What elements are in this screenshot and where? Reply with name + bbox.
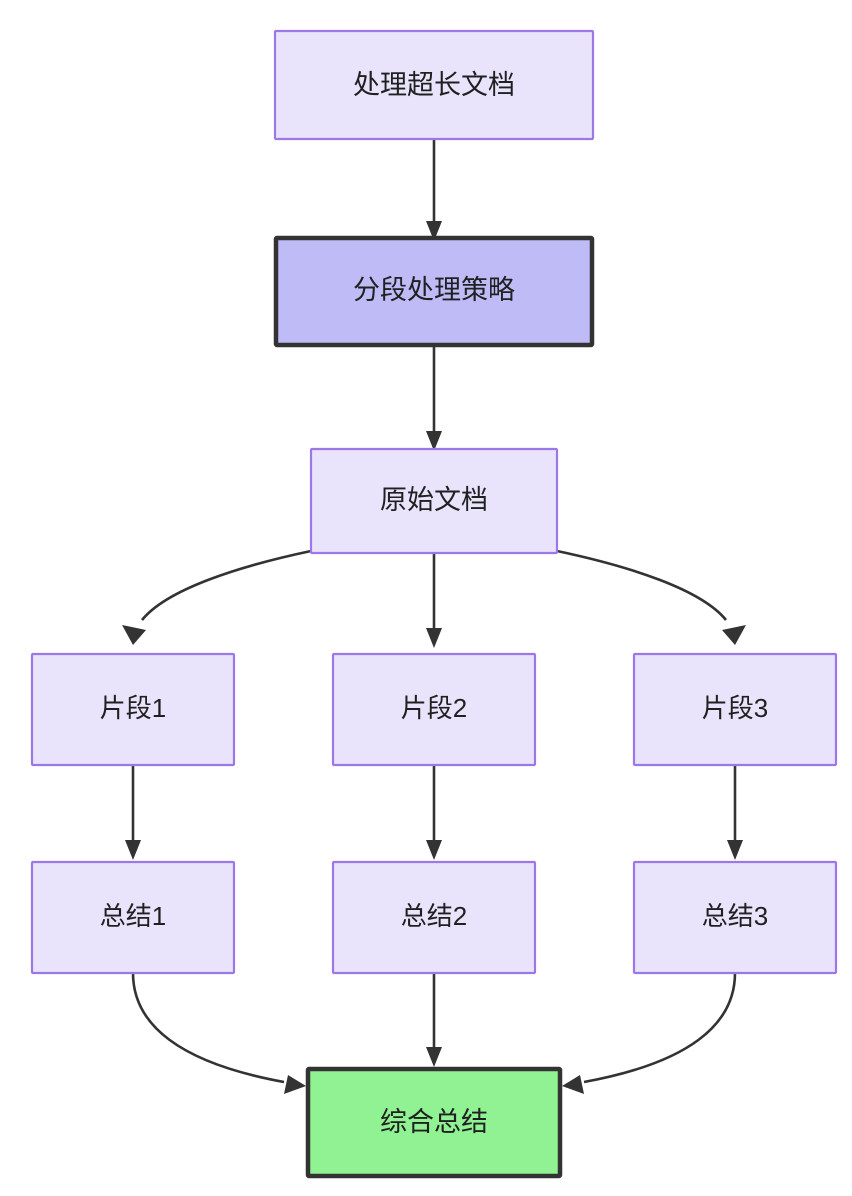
node-summary1[interactable]: 总结1 (30, 860, 236, 975)
node-chunk1-label: 片段1 (100, 693, 166, 723)
node-chunk3-shape[interactable] (632, 652, 838, 767)
edge-summary3-to-final (562, 972, 737, 1094)
node-strategy-label: 分段处理策略 (353, 275, 515, 305)
edge-layer (122, 140, 746, 1094)
node-layer: 处理超长文档 分段处理策略 原始文档 片段1 片段2 (30, 29, 838, 1179)
node-final-label: 综合总结 (380, 1107, 488, 1137)
edge-chunk2-to-summary2 (426, 766, 442, 860)
edge-source-to-chunk1 (122, 549, 312, 645)
node-chunk3-label: 片段3 (702, 693, 768, 723)
node-summary3-shape[interactable] (632, 860, 838, 975)
node-final[interactable]: 综合总结 (305, 1066, 563, 1179)
node-strategy[interactable]: 分段处理策略 (273, 235, 595, 348)
edge-summary2-to-final (426, 973, 442, 1067)
node-doc-task-shape[interactable] (273, 29, 595, 141)
node-chunk1[interactable]: 片段1 (30, 652, 236, 767)
node-doc-task-label: 处理超长文档 (353, 70, 515, 100)
node-source[interactable]: 原始文档 (309, 447, 559, 555)
node-chunk1-shape[interactable] (30, 652, 236, 767)
edge-chunk1-to-summary1 (125, 766, 141, 860)
node-final-shape[interactable] (305, 1066, 563, 1179)
node-chunk2-label: 片段2 (401, 693, 467, 723)
edge-source-to-chunk2 (426, 554, 442, 648)
edge-summary1-to-final (131, 972, 306, 1094)
node-summary2-label: 总结2 (401, 901, 467, 931)
node-summary1-label: 总结1 (100, 901, 166, 931)
node-chunk2[interactable]: 片段2 (331, 652, 537, 767)
node-chunk3[interactable]: 片段3 (632, 652, 838, 767)
edge-chunk3-to-summary3 (727, 766, 743, 860)
node-summary2-shape[interactable] (331, 860, 537, 975)
edge-source-to-chunk3 (556, 549, 746, 645)
node-summary2[interactable]: 总结2 (331, 860, 537, 975)
node-doc-task[interactable]: 处理超长文档 (273, 29, 595, 141)
node-chunk2-shape[interactable] (331, 652, 537, 767)
node-source-shape[interactable] (309, 447, 559, 555)
node-summary3-label: 总结3 (702, 901, 768, 931)
node-source-label: 原始文档 (380, 485, 488, 515)
edge-doc-task-to-strategy (426, 140, 442, 241)
node-summary1-shape[interactable] (30, 860, 236, 975)
edge-strategy-to-source (426, 347, 442, 451)
node-summary3[interactable]: 总结3 (632, 860, 838, 975)
node-strategy-shape[interactable] (273, 235, 595, 348)
